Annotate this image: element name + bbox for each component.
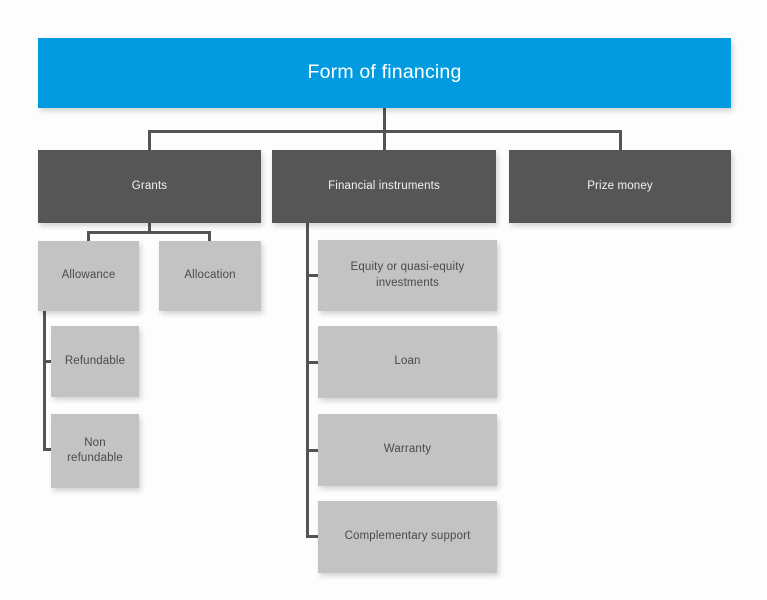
connector-to-non-refundable bbox=[43, 448, 54, 451]
node-label: Refundable bbox=[64, 354, 126, 367]
node-financial-instruments[interactable]: Financial instruments bbox=[272, 150, 496, 223]
connector-grants-stem bbox=[148, 223, 151, 234]
connector-financial-instruments-trunk bbox=[306, 223, 309, 538]
node-label: Loan bbox=[394, 355, 421, 368]
connector-to-refundable bbox=[43, 360, 54, 363]
node-label: Allowance bbox=[61, 269, 116, 282]
node-refundable[interactable]: Refundable bbox=[51, 326, 139, 397]
connector-grants-bus bbox=[87, 231, 211, 234]
connector-to-allowance bbox=[87, 231, 90, 242]
connector-to-complementary-support bbox=[306, 535, 320, 538]
node-allocation[interactable]: Allocation bbox=[159, 241, 261, 311]
connector-to-grants bbox=[148, 130, 151, 151]
connector-to-prize-money bbox=[619, 130, 622, 151]
connector-to-allocation bbox=[208, 231, 211, 242]
node-label: Form of financing bbox=[307, 61, 462, 84]
node-label: Equity or quasi-equity investments bbox=[350, 261, 465, 289]
node-grants[interactable]: Grants bbox=[38, 150, 261, 223]
node-allowance[interactable]: Allowance bbox=[38, 241, 139, 311]
node-complementary-support[interactable]: Complementary support bbox=[318, 501, 497, 573]
connector-to-financial-instruments bbox=[383, 130, 386, 151]
node-label: Non refundable bbox=[67, 436, 123, 464]
node-loan[interactable]: Loan bbox=[318, 326, 497, 398]
connector-to-warranty bbox=[306, 449, 320, 452]
connector-to-equity bbox=[306, 274, 320, 277]
node-label: Prize money bbox=[587, 179, 653, 192]
node-label: Allocation bbox=[184, 269, 236, 282]
node-non-refundable[interactable]: Non refundable bbox=[51, 414, 139, 488]
node-equity-or-quasi-equity-investments[interactable]: Equity or quasi-equity investments bbox=[318, 240, 497, 311]
node-warranty[interactable]: Warranty bbox=[318, 414, 497, 486]
node-label: Complementary support bbox=[344, 530, 471, 543]
node-label: Grants bbox=[131, 179, 168, 192]
node-form-of-financing[interactable]: Form of financing bbox=[38, 38, 731, 108]
connector-allowance-trunk bbox=[43, 311, 46, 451]
node-label: Warranty bbox=[383, 443, 432, 456]
node-label: Financial instruments bbox=[328, 179, 440, 192]
connector-root-stem bbox=[383, 108, 386, 133]
connector-to-loan bbox=[306, 361, 320, 364]
node-prize-money[interactable]: Prize money bbox=[509, 150, 731, 223]
